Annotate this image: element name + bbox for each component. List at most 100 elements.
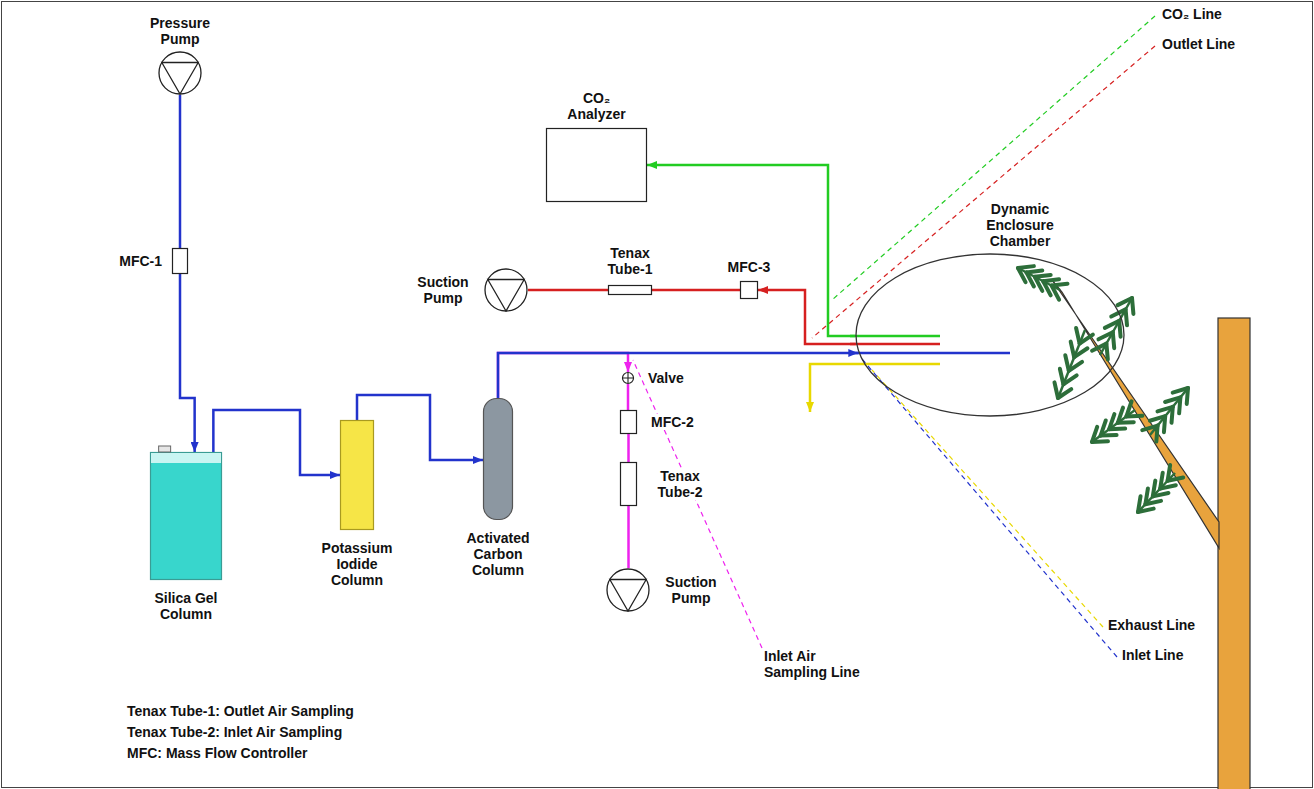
mass-flow-controller: MFC-2	[620, 410, 637, 434]
leaflet	[1126, 309, 1127, 325]
potassium-iodide-column-shape	[340, 420, 374, 530]
node-label: Tenax Tube-1	[599, 245, 661, 277]
pump-circle	[159, 52, 201, 94]
flow-line	[180, 274, 195, 452]
node-label: CO₂ Analyzer	[557, 90, 637, 122]
leaflet	[1126, 401, 1131, 416]
valve-circle	[623, 373, 634, 384]
flow-line	[528, 289, 608, 292]
box-outline	[609, 286, 652, 295]
flow-line	[213, 410, 340, 475]
mass-flow-controller-shape	[172, 248, 188, 274]
leaflet	[1065, 355, 1069, 371]
valve-shape	[622, 372, 634, 384]
suction-pump: Suction Pump	[606, 568, 650, 612]
leaflet	[1054, 382, 1058, 398]
leaflet	[1106, 344, 1107, 360]
co2-analyzer: CO₂ Analyzer	[546, 128, 647, 202]
leaflet	[1035, 275, 1051, 277]
flow-line	[357, 395, 483, 460]
line-label: Outlet Line	[1160, 36, 1237, 52]
leaflet	[1172, 407, 1173, 423]
node-label: Pressure Pump	[143, 15, 217, 47]
leaflet	[1026, 271, 1042, 273]
pressure-pump: Pressure Pump	[158, 51, 202, 95]
mass-flow-controller: MFC-3	[740, 281, 758, 299]
leader-line	[862, 359, 1117, 657]
flow-line	[179, 95, 182, 248]
leaflet	[1043, 279, 1059, 281]
box-outline	[621, 411, 637, 434]
tree-trunk	[1218, 318, 1250, 789]
line-label: Inlet Line	[1120, 647, 1185, 663]
flow-line	[627, 434, 630, 462]
leader-line	[872, 370, 1103, 627]
leaflet	[1052, 284, 1068, 286]
suction-pump-shape	[606, 568, 650, 612]
pump-triangle	[488, 280, 524, 312]
leaflet	[1018, 266, 1034, 268]
leaflet	[1153, 481, 1156, 497]
leaflet	[1092, 344, 1106, 351]
suction-pump-shape	[484, 268, 528, 312]
note-text: Tenax Tube-1: Outlet Air Sampling	[125, 703, 356, 719]
pump-triangle	[162, 63, 198, 95]
line-label: Inlet Air Sampling Line	[762, 648, 870, 680]
pump-circle	[607, 569, 649, 611]
leaflet	[1052, 286, 1060, 300]
node-label: Suction Pump	[410, 274, 476, 306]
leaflet	[1160, 473, 1163, 489]
leaflet	[1076, 328, 1080, 344]
tenax-tube: Tenax Tube-2	[620, 462, 637, 506]
leaflet	[1145, 488, 1148, 504]
leader-line	[832, 16, 1155, 300]
silica-gel-column-shape	[150, 452, 222, 580]
pump-triangle	[610, 580, 646, 612]
flow-line	[498, 353, 858, 398]
co2-tube	[850, 335, 940, 338]
enclosure-chamber: Dynamic Enclosure Chamber	[855, 253, 1125, 417]
column-top	[151, 453, 221, 463]
leaflet	[1060, 369, 1064, 385]
frond-stem	[1058, 330, 1085, 398]
tree-branch	[1052, 280, 1219, 548]
valve-cross	[623, 373, 633, 383]
node-label: Dynamic Enclosure Chamber	[975, 201, 1065, 249]
node-label: Suction Pump	[658, 574, 724, 606]
outlet-tube	[850, 343, 940, 346]
leader-line	[633, 360, 762, 648]
line-label: Exhaust Line	[1106, 617, 1197, 633]
leader-line	[812, 46, 1155, 338]
mass-flow-controller-shape	[620, 410, 637, 434]
node-label: Potassium Iodide Column	[312, 540, 402, 588]
leaflet	[1026, 272, 1034, 286]
column-body	[151, 453, 222, 580]
mass-flow-controller: MFC-1	[172, 248, 188, 274]
tree	[1018, 266, 1250, 789]
leaflet	[1098, 332, 1112, 339]
silica-gel-column: Silica Gel Column	[150, 452, 222, 580]
box-outline	[621, 463, 637, 506]
node-label: MFC-1	[117, 253, 164, 269]
leaflet	[1156, 426, 1157, 442]
flow-line	[498, 353, 628, 398]
note-text: MFC: Mass Flow Controller	[125, 745, 309, 761]
valve: Valve	[622, 372, 634, 384]
leaflet	[1092, 427, 1097, 442]
co2-analyzer-shape	[546, 128, 647, 202]
leaflet	[1035, 277, 1043, 291]
node-label: Tenax Tube-2	[649, 468, 711, 500]
leaflet	[1063, 375, 1076, 384]
leaflet	[1058, 389, 1071, 398]
suction-pump: Suction Pump	[484, 268, 528, 312]
leaflet	[1168, 465, 1171, 481]
pump-circle	[485, 269, 527, 311]
flow-line	[627, 506, 630, 568]
leaflet	[1074, 348, 1087, 357]
flow-line	[647, 165, 855, 336]
column-body	[341, 421, 374, 530]
leaflet	[1043, 281, 1051, 295]
